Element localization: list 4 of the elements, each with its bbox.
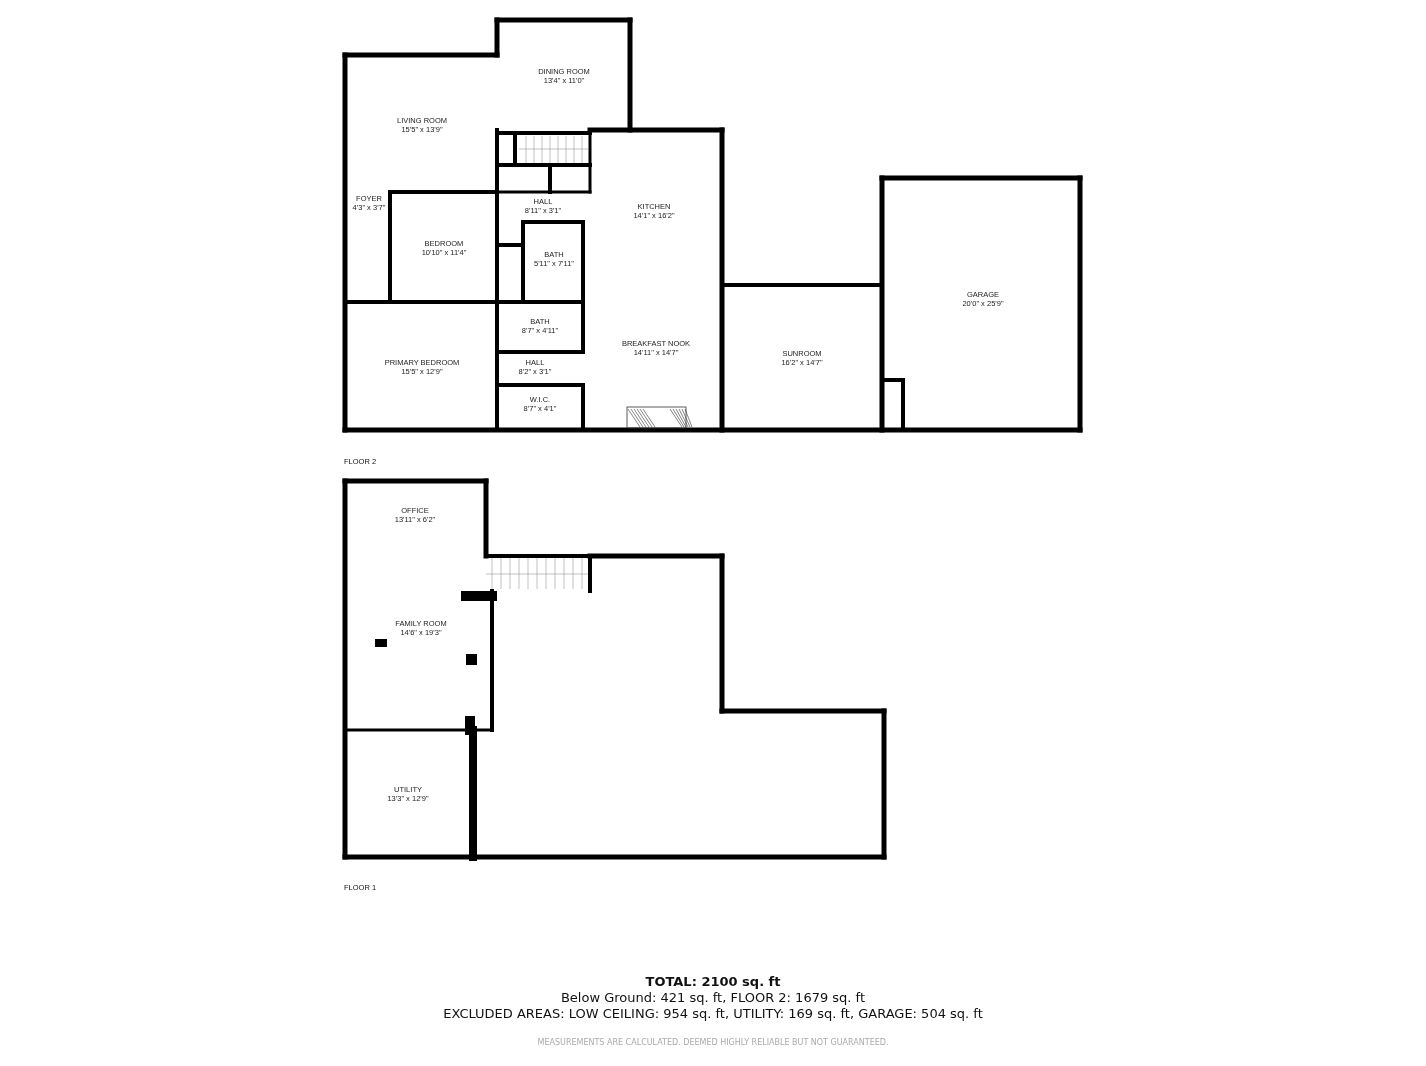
area-summary-text: Below Ground: 421 sq. ft, FLOOR 2: 1679 sq. ft <box>560 990 866 1005</box>
total-area-text: TOTAL: 2100 sq. ft <box>645 974 781 989</box>
disclaimer-note: MEASUREMENTS ARE CALCULATED. DEEMED HIGHLY RELIABLE BUT NOT GUARANTEED. <box>537 1038 889 1047</box>
excluded-areas-text: EXCLUDED AREAS: LOW CEILING: 954 sq. ft, UTILITY: 169 sq. ft, GARAGE: 504 sq. ft <box>443 1006 983 1021</box>
